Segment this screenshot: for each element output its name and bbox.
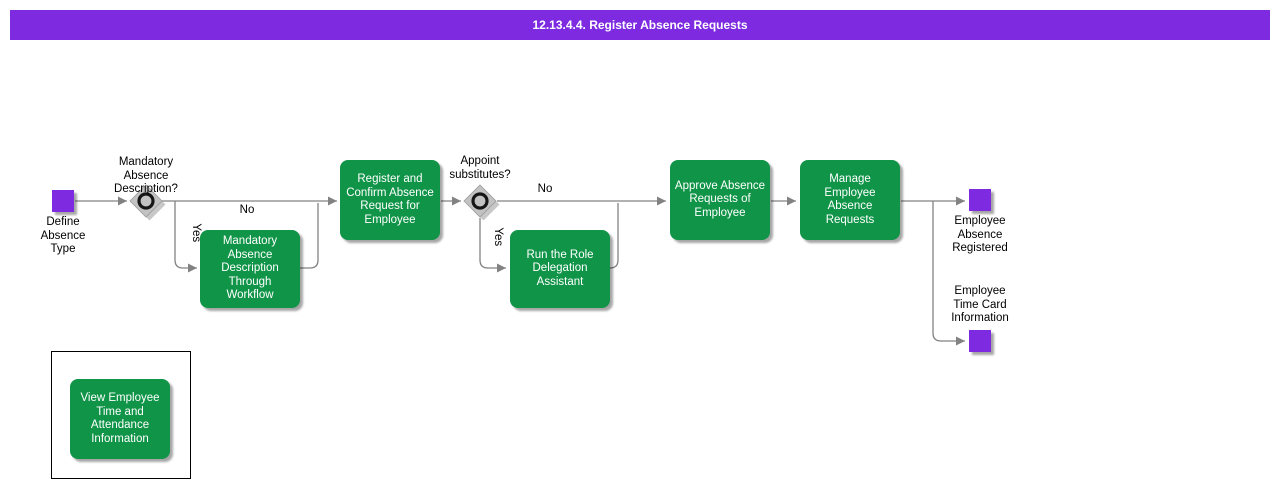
task-manage-employee-absence-requests[interactable]: Manage Employee Absence Requests	[800, 160, 900, 240]
start-event-define-absence-type[interactable]	[52, 190, 74, 212]
task-label: Register and Confirm Absence Request for…	[346, 173, 434, 226]
view-attendance-frame	[51, 351, 191, 479]
gateway2-yes-label: Yes	[491, 227, 504, 247]
gateway2-question-label: Appoint substitutes?	[449, 155, 511, 181]
end-event-employee-time-card[interactable]	[969, 330, 991, 352]
timecard-event-label: Employee Time Card Information	[951, 285, 1009, 324]
gateway2-no-label: No	[537, 183, 553, 195]
task-label: Approve Absence Requests of Employee	[674, 179, 766, 219]
gateway1-no-label: No	[239, 204, 255, 216]
gateway-appoint-substitutes	[463, 184, 500, 221]
task-register-confirm-absence-request[interactable]: Register and Confirm Absence Request for…	[340, 160, 440, 240]
task-label: Mandatory Absence Description Through Wo…	[221, 235, 279, 302]
connector-mandatory-merge	[300, 203, 319, 269]
task-label: View Employee Time and Attendance Inform…	[80, 392, 160, 445]
task-mandatory-absence-description-workflow[interactable]: Mandatory Absence Description Through Wo…	[200, 230, 300, 308]
end-event-employee-absence-registered[interactable]	[969, 189, 991, 211]
gateway1-question-label: Mandatory Absence Description?	[114, 156, 178, 195]
task-approve-absence-requests[interactable]: Approve Absence Requests of Employee	[670, 160, 770, 240]
gateway-circle-icon	[471, 192, 489, 210]
connector-run-merge	[609, 203, 619, 269]
task-view-employee-time-attendance[interactable]: View Employee Time and Attendance Inform…	[70, 379, 170, 459]
diagram-title-bar: 12.13.4.4. Register Absence Requests	[10, 10, 1270, 40]
task-run-role-delegation-assistant[interactable]: Run the Role Delegation Assistant	[510, 230, 610, 308]
start-event-label: Define Absence Type	[40, 216, 86, 255]
task-label: Run the Role Delegation Assistant	[526, 248, 594, 288]
task-label: Manage Employee Absence Requests	[824, 173, 876, 226]
end-event-label: Employee Absence Registered	[952, 215, 1008, 254]
